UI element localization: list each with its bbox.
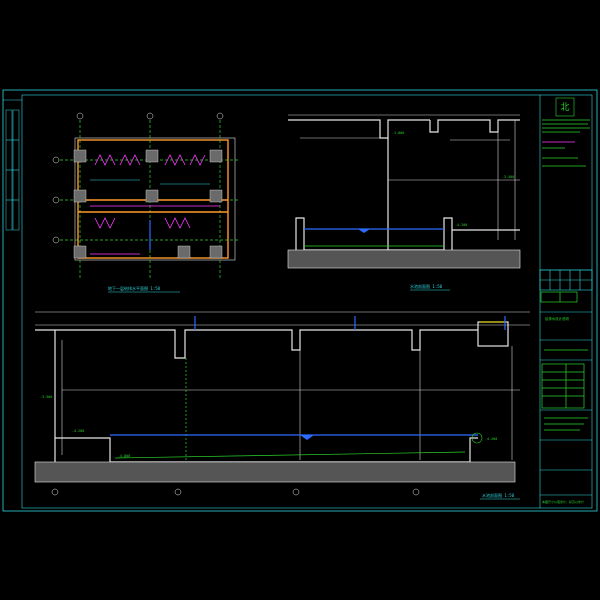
panel-header: 给排水设计说明	[545, 316, 569, 321]
ground-hatch	[287, 249, 521, 269]
level-label: -4.200	[72, 429, 84, 433]
company-logo	[555, 97, 575, 117]
section-1: -1.000 -3.500 -4.200 水池剖面图 1:50	[287, 114, 521, 291]
column	[145, 189, 159, 203]
section2-title: 水池剖面图 1:50	[482, 492, 515, 498]
level-label: -3.500	[502, 175, 514, 179]
column	[73, 149, 87, 163]
level-label: -3.500	[40, 395, 52, 399]
column	[177, 245, 191, 259]
sheet-inner-frame	[21, 94, 593, 509]
column	[209, 245, 223, 259]
column	[209, 189, 223, 203]
bottom-note: 本图尺寸以毫米计，标高以米计	[542, 499, 584, 504]
plan-title: 地下一层给排水平面图 1:50	[108, 285, 161, 291]
binding-strip	[3, 99, 22, 231]
column	[209, 149, 223, 163]
ground-hatch	[34, 461, 516, 483]
column	[73, 245, 87, 259]
level-label: -4.200	[455, 223, 467, 227]
revision-table	[541, 363, 585, 409]
column	[145, 149, 159, 163]
logo-character: 北	[560, 102, 569, 113]
floor-plan: 地下一层给排水平面图 1:50	[52, 112, 240, 293]
level-label: -4.800	[118, 454, 130, 458]
column	[73, 189, 87, 203]
section1-title: 水池剖面图 1:50	[410, 283, 443, 289]
level-label: -1.000	[392, 131, 404, 135]
section-2: -3.500 -4.200 -4.800 -4.200 水池剖面图 1:50	[34, 311, 530, 500]
sheet-outer-frame	[2, 89, 598, 512]
title-block: 北 给排水设计说明	[539, 95, 593, 508]
level-label: -4.200	[485, 437, 497, 441]
